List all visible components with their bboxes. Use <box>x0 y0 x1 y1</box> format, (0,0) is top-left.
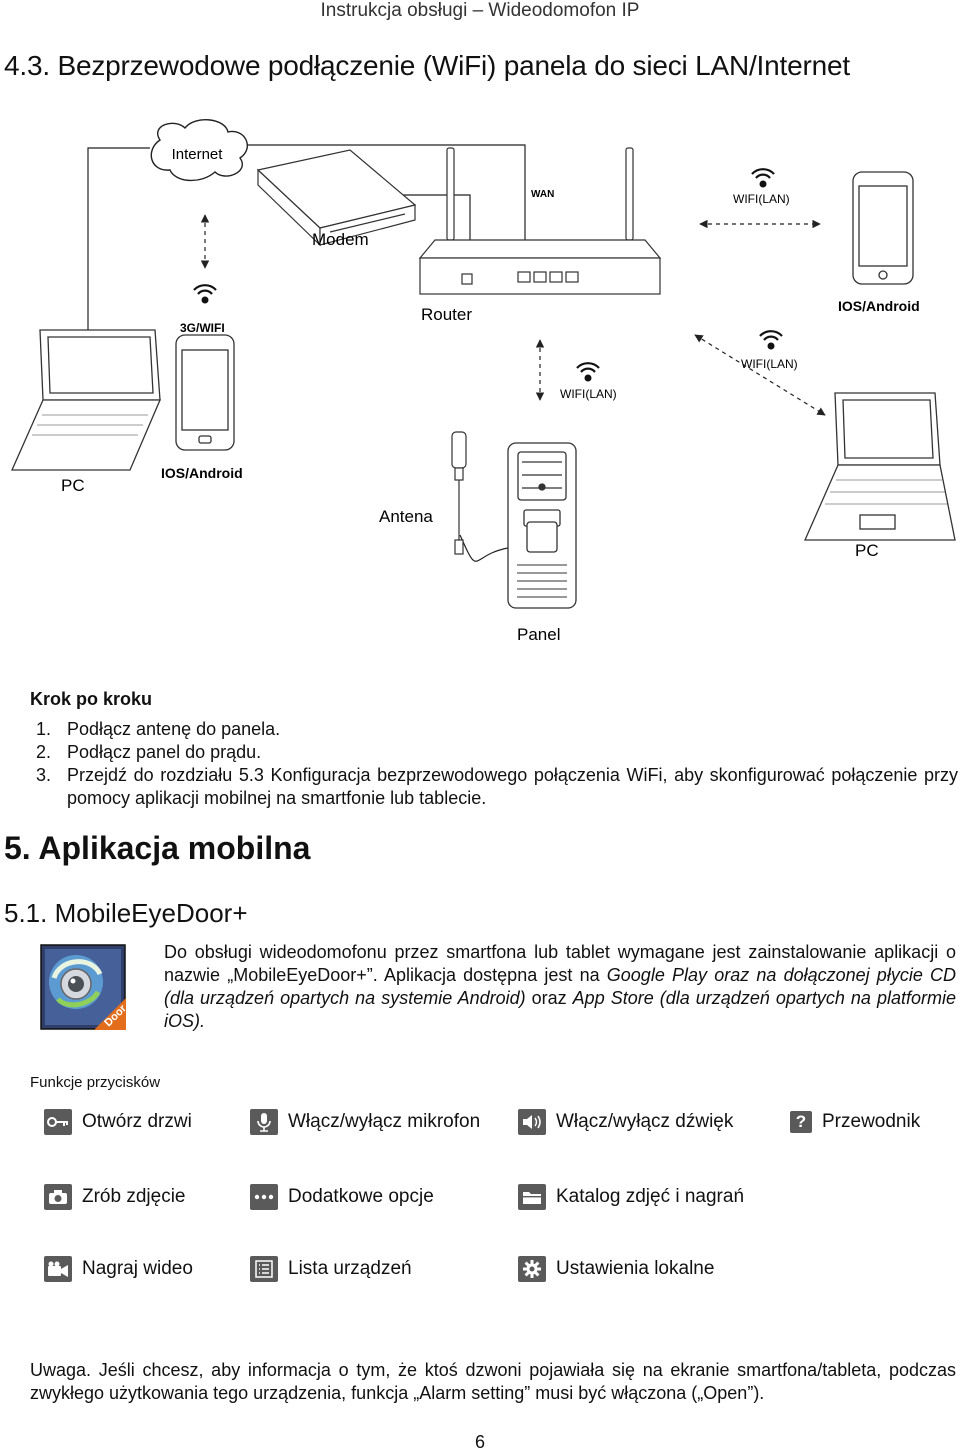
wifi-lan-pc-label: WIFI(LAN) <box>741 357 798 371</box>
key-icon <box>44 1109 72 1135</box>
step-item: 3.Przejdź do rozdziału 5.3 Konfiguracja … <box>36 765 958 808</box>
functions-title: Funkcje przycisków <box>30 1074 161 1091</box>
legend-speaker: Włącz/wyłącz dźwięk <box>518 1108 733 1136</box>
note-text: Uwaga. Jeśli chcesz, aby informacja o ty… <box>30 1360 956 1403</box>
router-label: Router <box>421 305 472 324</box>
more-icon <box>250 1184 278 1210</box>
door-panel-icon <box>507 442 577 609</box>
section-5-title: 5. Aplikacja mobilna <box>4 830 311 866</box>
network-diagram: Internet Modem WAN Router WIFI(LAN) IOS/… <box>11 119 956 644</box>
speaker-icon <box>518 1109 546 1135</box>
pc-left-label: PC <box>61 476 85 495</box>
modem-icon <box>256 149 417 247</box>
modem-label: Modem <box>312 230 369 249</box>
app-description: Do obsługi wideodomofonu przez smartfona… <box>164 942 957 1031</box>
section-5-1-title: 5.1. MobileEyeDoor+ <box>4 898 248 928</box>
legend-more-options: Dodatkowe opcje <box>250 1183 434 1211</box>
panel-label: Panel <box>517 625 560 644</box>
list-icon <box>250 1256 278 1282</box>
legend-help: ? Przewodnik <box>790 1108 920 1136</box>
router-icon <box>418 147 662 295</box>
section-4-3-title: 4.3. Bezprzewodowe podłączenie (WiFi) pa… <box>4 50 850 81</box>
wifi-lan-panel-label: WIFI(LAN) <box>560 387 617 401</box>
video-camera-icon <box>44 1256 72 1282</box>
legend-microphone: Włącz/wyłącz mikrofon <box>250 1108 480 1136</box>
smartphone-left-icon <box>175 334 235 451</box>
step-item: 1.Podłącz antenę do panela. <box>36 719 281 739</box>
internet-cloud-icon: Internet <box>150 119 248 182</box>
smartphone-right-icon <box>852 171 914 285</box>
legend-open-door: Otwórz drzwi <box>44 1108 192 1136</box>
pc-right-label: PC <box>855 541 879 560</box>
legend-take-photo: Zrób zdjęcie <box>44 1183 186 1211</box>
laptop-right-icon <box>804 392 956 541</box>
help-icon: ? <box>790 1111 812 1133</box>
legend-device-list: Lista urządzeń <box>250 1255 412 1283</box>
legend-record-video: Nagraj wideo <box>44 1255 193 1283</box>
page-header: Instrukcja obsługi – Wideodomofon IP <box>320 0 640 21</box>
steps-title: Krok po kroku <box>30 689 153 709</box>
laptop-left-icon <box>11 329 161 471</box>
mobileeyedoor-app-icon: Door <box>40 944 126 1030</box>
page-number: 6 <box>474 1432 485 1452</box>
antena-label: Antena <box>379 507 433 526</box>
legend-media-folder: Katalog zdjęć i nagrań <box>518 1183 744 1211</box>
settings-icon <box>518 1256 546 1282</box>
step-item: 2.Podłącz panel do prądu. <box>36 742 262 762</box>
connection-lines <box>87 144 826 562</box>
ios-android-right-label: IOS/Android <box>838 298 920 314</box>
microphone-icon <box>250 1109 278 1135</box>
steps-list: 1.Podłącz antenę do panela. 2.Podłącz pa… <box>30 718 958 810</box>
legend-local-settings: Ustawienia lokalne <box>518 1255 714 1283</box>
camera-icon <box>44 1184 72 1210</box>
3g-wifi-label: 3G/WIFI <box>180 321 225 335</box>
internet-label: Internet <box>172 146 224 163</box>
wan-label: WAN <box>531 189 554 200</box>
ios-android-left-label: IOS/Android <box>161 465 243 481</box>
antenna-icon <box>451 431 467 555</box>
wifi-lan-phone-label: WIFI(LAN) <box>733 192 790 206</box>
folder-icon <box>518 1184 546 1210</box>
